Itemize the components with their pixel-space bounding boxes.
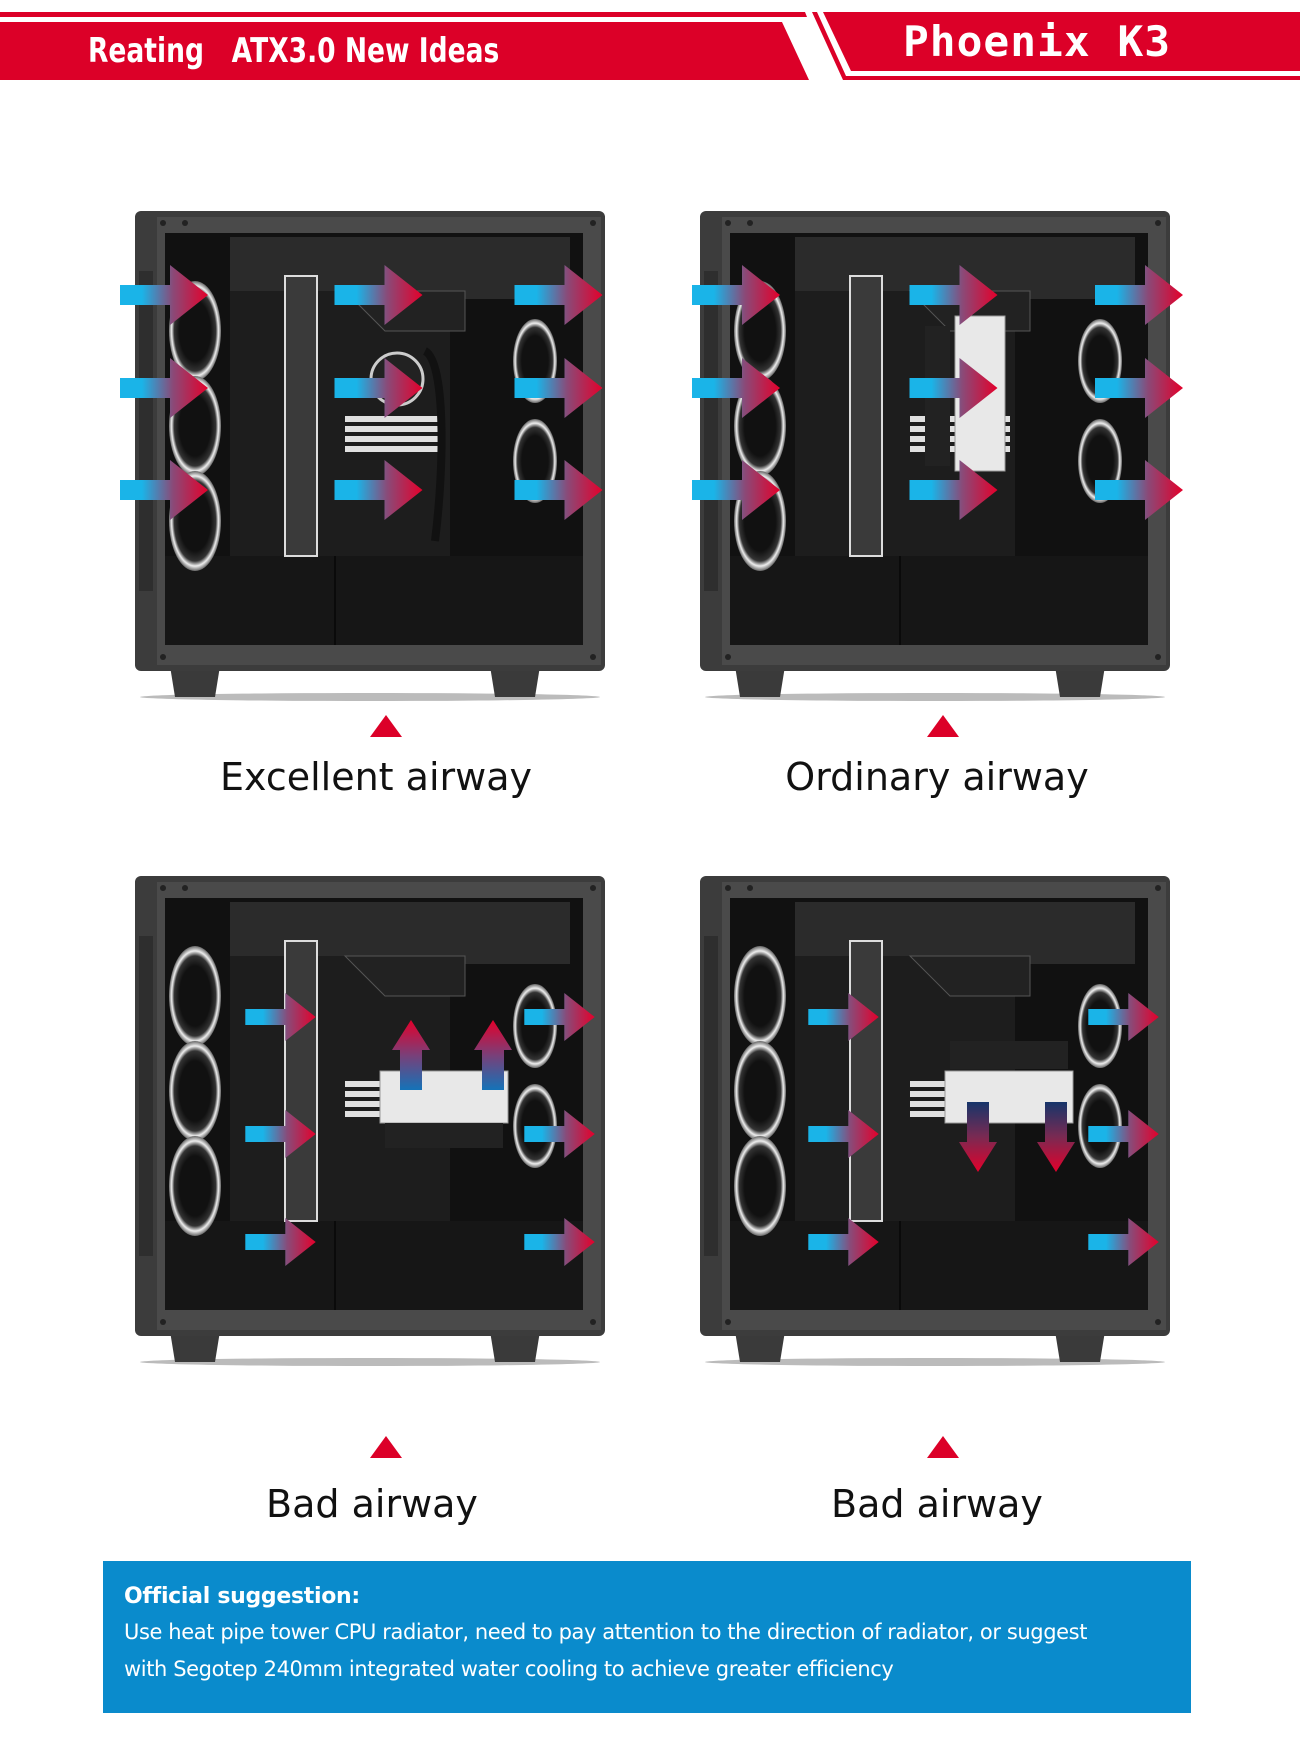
arrow-right-icon (334, 460, 423, 520)
pointer-triangle-icon (370, 715, 402, 737)
airway-caption: Bad airway (831, 1482, 1043, 1526)
arrow-right-icon (524, 1218, 595, 1266)
arrow-right-icon (245, 1110, 316, 1158)
arrow-right-icon (1095, 358, 1183, 418)
header-left-title: Reating ATX3.0 New Ideas (88, 31, 500, 71)
header-stripes (0, 12, 1300, 80)
arrow-down-icon (959, 1102, 997, 1172)
airway-caption: Excellent airway (220, 755, 532, 799)
airway-panel-excellent: Excellent airway (100, 205, 660, 805)
arrow-right-icon (334, 265, 423, 325)
arrow-right-icon (245, 1218, 316, 1266)
arrow-right-icon (808, 1218, 879, 1266)
arrow-right-icon (1095, 460, 1183, 520)
arrow-right-icon (120, 358, 208, 418)
arrow-right-icon (692, 460, 780, 520)
arrow-right-icon (334, 358, 423, 418)
airflow-arrows (808, 993, 1159, 1266)
arrow-up-icon (474, 1020, 512, 1090)
arrow-right-icon (692, 358, 780, 418)
airflow-arrows (692, 265, 1183, 520)
arrow-right-icon (909, 265, 998, 325)
arrow-right-icon (245, 993, 316, 1041)
arrow-right-icon (909, 358, 998, 418)
pointer-triangle-icon (927, 715, 959, 737)
arrow-right-icon (808, 993, 879, 1041)
arrow-right-icon (1088, 1218, 1159, 1266)
arrow-right-icon (1095, 265, 1183, 325)
suggestion-line-2: with Segotep 240mm integrated water cool… (124, 1657, 894, 1681)
airway-panel-bad-down: Bad airway (665, 870, 1225, 1530)
arrow-right-icon (120, 265, 208, 325)
arrow-right-icon (692, 265, 780, 325)
arrow-right-icon (524, 1110, 595, 1158)
suggestion-body: Use heat pipe tower CPU radiator, need t… (124, 1614, 1171, 1688)
airflow-arrows (245, 993, 595, 1266)
arrow-right-icon (1088, 1110, 1159, 1158)
pointer-triangle-icon (927, 1436, 959, 1458)
arrow-right-icon (1088, 993, 1159, 1041)
arrow-down-icon (1037, 1102, 1075, 1172)
arrow-right-icon (514, 358, 603, 418)
arrow-right-icon (514, 265, 603, 325)
airflow-arrows (120, 265, 603, 520)
pointer-triangle-icon (370, 1436, 402, 1458)
airway-panel-ordinary: Ordinary airway (665, 205, 1225, 805)
brand-title: Phoenix K3 (903, 17, 1172, 66)
official-suggestion-box: Official suggestion: Use heat pipe tower… (103, 1561, 1191, 1713)
suggestion-title: Official suggestion: (124, 1584, 360, 1609)
arrow-right-icon (120, 460, 208, 520)
airway-panel-bad-up: Bad airway (100, 870, 660, 1530)
arrow-right-icon (514, 460, 603, 520)
header-banner: Reating ATX3.0 New Ideas Phoenix K3 (0, 0, 1300, 90)
arrow-right-icon (909, 460, 998, 520)
arrow-right-icon (524, 993, 595, 1041)
arrow-up-icon (392, 1020, 430, 1090)
airway-caption: Ordinary airway (785, 755, 1089, 799)
arrow-right-icon (808, 1110, 879, 1158)
suggestion-line-1: Use heat pipe tower CPU radiator, need t… (124, 1620, 1088, 1644)
airway-caption: Bad airway (266, 1482, 478, 1526)
